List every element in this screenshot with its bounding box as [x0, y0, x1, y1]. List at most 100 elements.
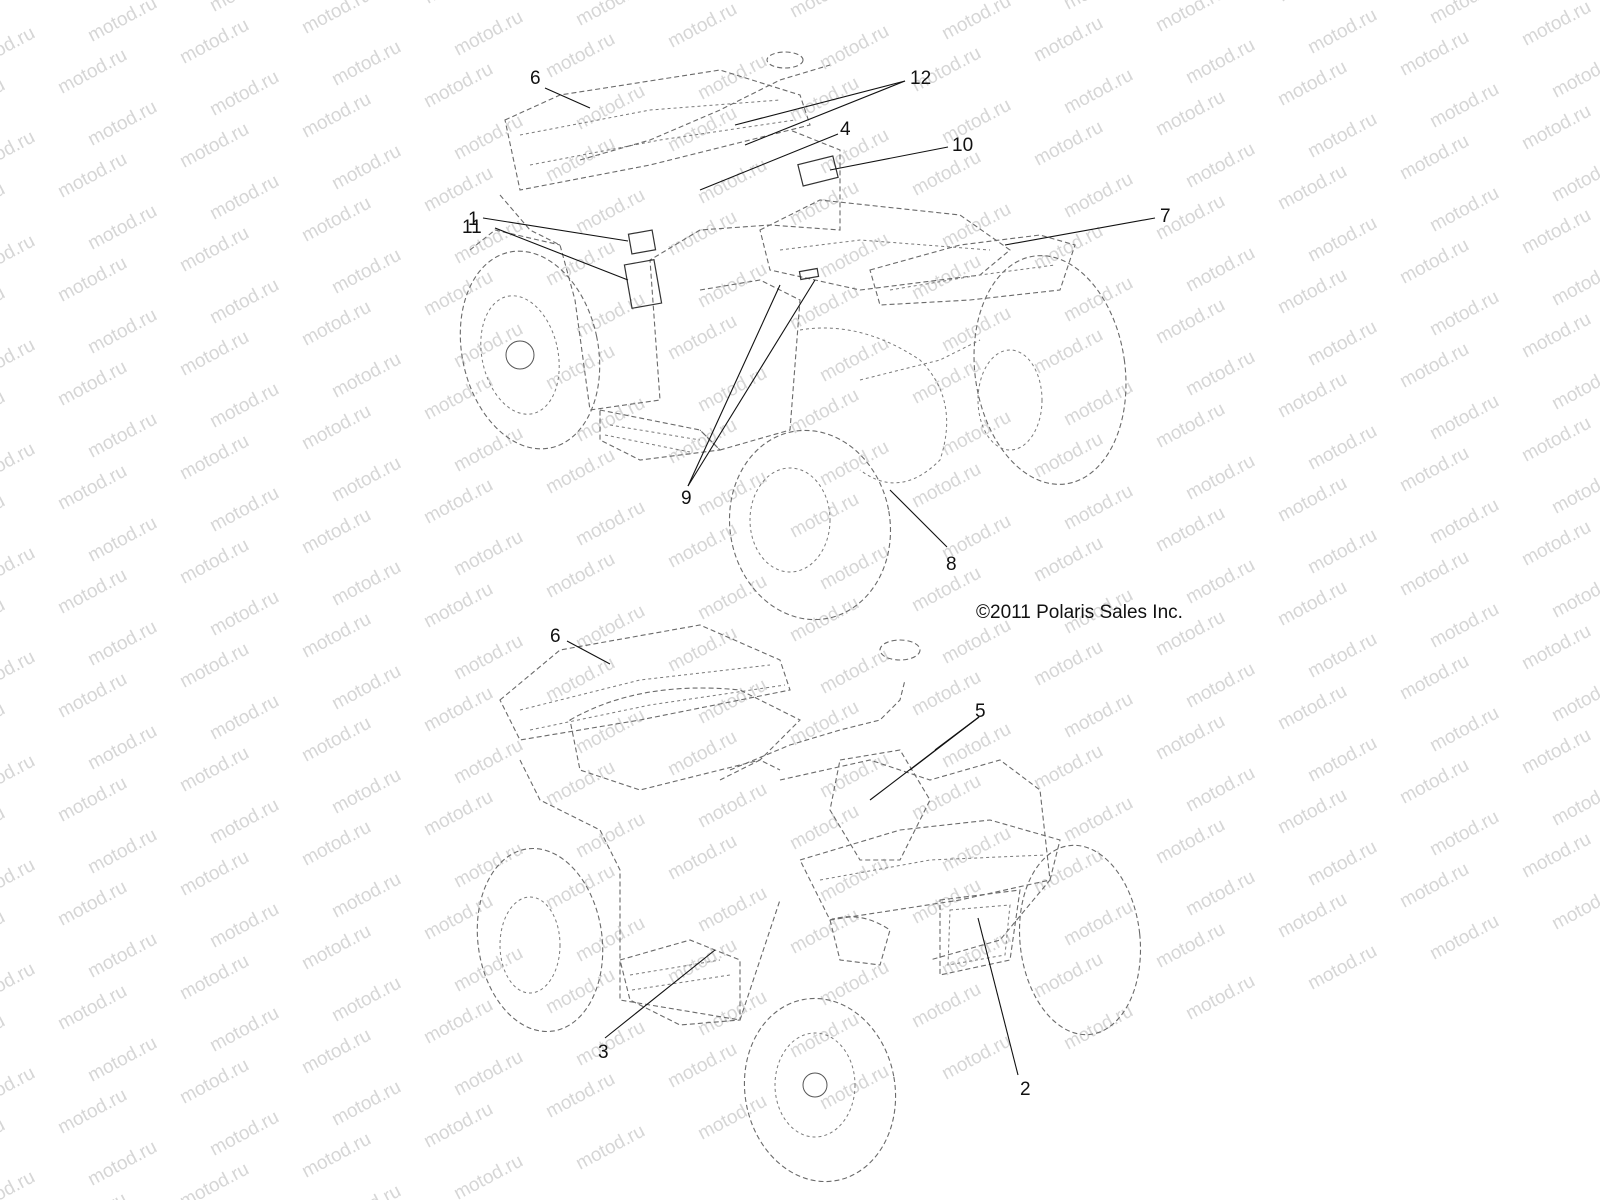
- watermark-text: motod.ru: [298, 609, 374, 663]
- watermark-text: motod.ru: [206, 795, 282, 849]
- watermark-text: motod.ru: [1030, 429, 1106, 483]
- watermark-text: motod.ru: [420, 579, 496, 633]
- watermark-text: motod.ru: [1426, 79, 1502, 133]
- watermark-text: motod.ru: [1182, 659, 1258, 713]
- watermark-text: motod.ru: [0, 1011, 9, 1065]
- watermark-text: motod.ru: [298, 921, 374, 975]
- watermark-text: motod.ru: [298, 1025, 374, 1079]
- watermark-text: motod.ru: [206, 483, 282, 537]
- watermark-text: motod.ru: [176, 431, 252, 485]
- watermark-text: motod.ru: [1548, 49, 1600, 103]
- watermark-text: motod.ru: [298, 89, 374, 143]
- watermark-text: motod.ru: [694, 155, 770, 209]
- watermark-text: motod.ru: [572, 81, 648, 135]
- watermark-text: motod.ru: [908, 979, 984, 1033]
- watermark-text: motod.ru: [0, 491, 9, 545]
- watermark-text: motod.ru: [694, 883, 770, 937]
- watermark-text: motod.ru: [0, 907, 9, 961]
- watermark-text: motod.ru: [1182, 243, 1258, 297]
- watermark-text: motod.ru: [450, 943, 526, 997]
- watermark-text: motod.ru: [1548, 569, 1600, 623]
- watermark-text: motod.ru: [786, 801, 862, 855]
- watermark-text: motod.ru: [450, 319, 526, 373]
- watermark-text: motod.ru: [938, 719, 1014, 773]
- watermark-text: motod.ru: [328, 1181, 404, 1200]
- watermark-text: motod.ru: [1518, 205, 1594, 259]
- watermark-text: motod.ru: [664, 623, 740, 677]
- watermark-text: motod.ru: [542, 965, 618, 1019]
- watermark-text: motod.ru: [542, 653, 618, 707]
- watermark-text: motod.ru: [694, 571, 770, 625]
- watermark-text: motod.ru: [1274, 57, 1350, 111]
- watermark-text: motod.ru: [1518, 101, 1594, 155]
- watermark-text: motod.ru: [908, 875, 984, 929]
- watermark-text: motod.ru: [1396, 27, 1472, 81]
- watermark-text: motod.ru: [908, 251, 984, 305]
- watermark-text: motod.ru: [1060, 793, 1136, 847]
- watermark-text: motod.ru: [176, 223, 252, 277]
- watermark-text: motod.ru: [1030, 533, 1106, 587]
- watermark-text: motod.ru: [542, 757, 618, 811]
- watermark-text: motod.ru: [1548, 465, 1600, 519]
- watermark-text: motod.ru: [1182, 763, 1258, 817]
- watermark-text: motod.ru: [328, 557, 404, 611]
- watermark-text: motod.ru: [206, 275, 282, 329]
- watermark-text: motod.ru: [1304, 213, 1380, 267]
- watermark-text: motod.ru: [542, 549, 618, 603]
- watermark-text: motod.ru: [0, 803, 9, 857]
- watermark-text: motod.ru: [176, 327, 252, 381]
- watermark-text: motod.ru: [1426, 703, 1502, 757]
- watermark-text: motod.ru: [298, 0, 374, 38]
- watermark-text: motod.ru: [0, 647, 39, 701]
- watermark-text: motod.ru: [0, 439, 39, 493]
- watermark-text: motod.ru: [1396, 131, 1472, 185]
- callout-3: 3: [598, 1042, 609, 1063]
- callout-4: 4: [840, 119, 851, 140]
- watermark-text: motod.ru: [1274, 681, 1350, 735]
- watermark-text: motod.ru: [206, 1107, 282, 1161]
- watermark-text: motod.ru: [420, 267, 496, 321]
- watermark-text: motod.ru: [786, 593, 862, 647]
- watermark-text: motod.ru: [694, 51, 770, 105]
- watermark-text: motod.ru: [664, 0, 740, 52]
- watermark-text: motod.ru: [328, 1077, 404, 1131]
- watermark-text: motod.ru: [1060, 0, 1136, 14]
- watermark-text: motod.ru: [0, 1167, 39, 1200]
- watermark-text: motod.ru: [1030, 637, 1106, 691]
- watermark-text: motod.ru: [176, 951, 252, 1005]
- watermark-text: motod.ru: [0, 751, 39, 805]
- watermark-text: motod.ru: [1518, 413, 1594, 467]
- watermark-text: motod.ru: [1518, 0, 1594, 50]
- watermark-text: motod.ru: [420, 59, 496, 113]
- watermark-text: motod.ru: [1274, 161, 1350, 215]
- watermark-text: motod.ru: [0, 0, 9, 24]
- watermark-text: motod.ru: [0, 699, 9, 753]
- watermark-text: motod.ru: [1548, 881, 1600, 935]
- watermark-text: motod.ru: [1518, 829, 1594, 883]
- watermark-text: motod.ru: [54, 253, 130, 307]
- watermark-text: motod.ru: [176, 1055, 252, 1109]
- callout-10: 10: [952, 135, 973, 156]
- watermark-text: motod.ru: [84, 1033, 160, 1087]
- watermark-text: motod.ru: [84, 97, 160, 151]
- watermark-text: motod.ru: [1304, 837, 1380, 891]
- watermark-text: motod.ru: [664, 207, 740, 261]
- watermark-text: motod.ru: [1396, 755, 1472, 809]
- watermark-text: motod.ru: [816, 437, 892, 491]
- watermark-text: motod.ru: [664, 415, 740, 469]
- watermark-text: motod.ru: [816, 21, 892, 75]
- watermark-text: motod.ru: [0, 231, 39, 285]
- watermark-text: motod.ru: [572, 601, 648, 655]
- watermark-text: motod.ru: [84, 721, 160, 775]
- watermark-text: motod.ru: [420, 891, 496, 945]
- watermark-text: motod.ru: [1182, 347, 1258, 401]
- watermark-text: motod.ru: [54, 149, 130, 203]
- watermark-text: motod.ru: [54, 45, 130, 99]
- watermark-text: motod.ru: [664, 103, 740, 157]
- watermark-text: motod.ru: [816, 125, 892, 179]
- watermark-text: motod.ru: [1304, 629, 1380, 683]
- watermark-text: motod.ru: [54, 669, 130, 723]
- watermark-text: motod.ru: [0, 179, 9, 233]
- watermark-text: motod.ru: [664, 935, 740, 989]
- callout-labels: 6 12 4 10 1 11 7 9 8 6 5 3 2: [462, 68, 1171, 1100]
